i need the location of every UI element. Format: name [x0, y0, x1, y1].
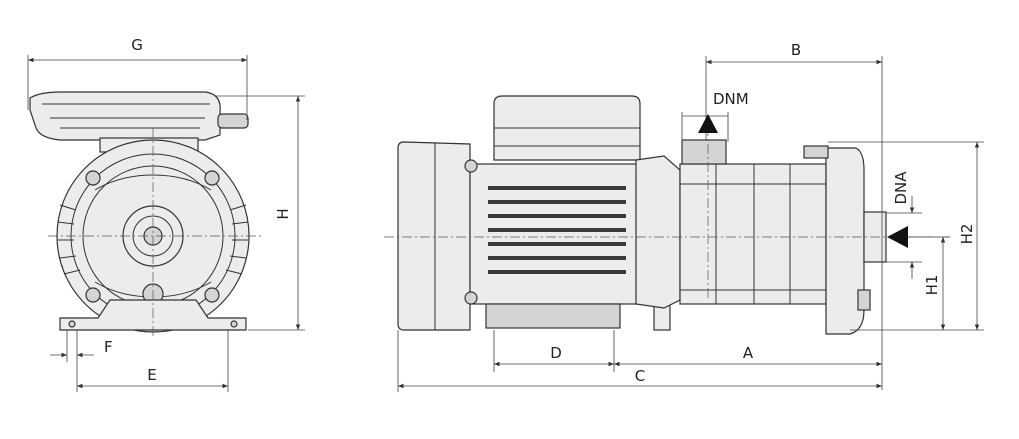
side-motor-foot	[485, 303, 621, 329]
bolt-bottom-left	[85, 287, 101, 303]
dim-label-H1: H1	[923, 275, 941, 296]
dim-label-DNM: DNM	[713, 90, 749, 108]
cooling-fins	[488, 186, 626, 274]
delivery-port	[681, 139, 727, 165]
dim-label-B: B	[791, 41, 801, 59]
dim-label-H2: H2	[958, 224, 976, 245]
dim-label-G: G	[131, 36, 143, 54]
fan-cover	[397, 141, 471, 331]
dim-label-DNA: DNA	[892, 171, 910, 205]
side-motor-body	[469, 163, 641, 305]
dim-label-F: F	[104, 338, 113, 356]
front-view-dimensions: G H F E	[27, 36, 305, 392]
bracket	[635, 155, 681, 309]
dim-label-H: H	[274, 208, 292, 219]
bolt-bottom-right	[204, 287, 220, 303]
front-cable-gland	[217, 113, 249, 129]
bolt-top-left	[85, 170, 101, 186]
front-terminal-box	[29, 91, 221, 141]
side-view-dimensions: B DNM DNA H2 H1 D A C	[397, 41, 984, 392]
front-view	[29, 91, 262, 336]
pump-stages	[679, 163, 827, 305]
dim-label-A: A	[743, 344, 754, 362]
bolt-top-right	[204, 170, 220, 186]
side-view	[384, 95, 950, 335]
dim-label-D: D	[550, 344, 562, 362]
flow-in-arrow	[887, 226, 908, 248]
dim-label-E: E	[147, 366, 156, 384]
flow-out-arrow	[698, 114, 718, 133]
dim-label-C: C	[635, 367, 645, 385]
